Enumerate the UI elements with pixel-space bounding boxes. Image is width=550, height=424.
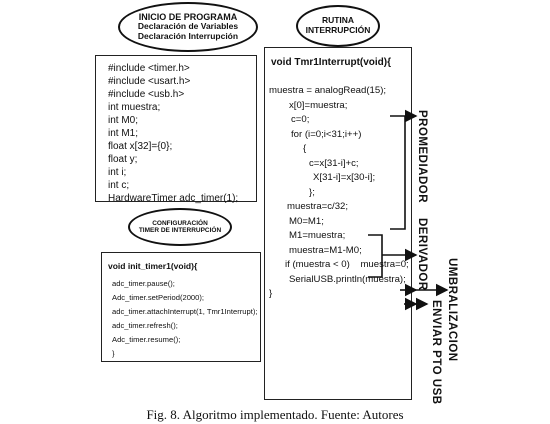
code-line: adc_timer.pause(); [112, 279, 175, 288]
code-line: Adc_timer.setPeriod(2000); [112, 293, 205, 302]
init-code-lines: adc_timer.pause(); Adc_timer.setPeriod(20… [112, 277, 257, 361]
code-line: for (i=0;i<31;i++) [291, 128, 362, 140]
code-line: { [303, 143, 307, 154]
code-line: #include <timer.h> [108, 63, 190, 74]
config-line2: TIMER DE INTERRUPCIÓN [138, 227, 222, 234]
code-line: SerialUSB.println(muestra); [289, 273, 406, 285]
declarations-code: #include <timer.h> #include <usart.h> #inc… [108, 62, 238, 205]
code-line: M1=muestra; [289, 230, 346, 241]
code-line: int muestra; [108, 102, 161, 113]
promediador-label: PROMEDIADOR [416, 110, 428, 204]
init-timer-box: void init_timer1(void){ adc_timer.pause(… [101, 252, 261, 362]
inicio-line2: Declaración de Variables [137, 21, 239, 32]
promediador-bracket [390, 109, 418, 230]
code-line: muestra=c/32; [287, 201, 349, 212]
code-line: int M0; [108, 115, 139, 126]
rutina-interrupcion-ellipse: RUTINA INTERRUPCIÓN [296, 5, 380, 47]
rutina-line1: RUTINA [321, 15, 355, 26]
code-line: c=x[31-i]+c; [309, 157, 359, 169]
code-line: if (muestra < 0) muestra=0; [285, 259, 409, 270]
code-line: Adc_timer.resume(); [112, 335, 181, 344]
code-line: HardwareTimer adc_timer(1); [108, 193, 239, 204]
code-line: } [269, 288, 273, 299]
isr-code-lines: muestra = analogRead(15); x[0]=muestra; c=… [269, 84, 409, 302]
code-line: c=0; [291, 114, 310, 125]
figure-caption: Fig. 8. Algoritmo implementado. Fuente: … [146, 407, 404, 422]
code-line: adc_timer.attachInterrupt(1, Tmr1Interru… [112, 307, 258, 316]
code-line: #include <usart.h> [108, 76, 191, 87]
code-line: int i; [108, 167, 127, 178]
derivador-label: DERIVADOR [416, 218, 428, 291]
code-line: X[31-i]=x[30-i]; [313, 172, 376, 183]
code-line: muestra = analogRead(15); [269, 85, 387, 96]
isr-box: void Tmr1Interrupt(void){ muestra = anal… [264, 47, 412, 400]
init-header: void init_timer1(void){ [108, 261, 198, 271]
code-line: }; [309, 186, 315, 198]
code-line: } [112, 349, 115, 358]
code-line: int M1; [108, 128, 139, 139]
code-line: adc_timer.refresh(); [112, 321, 178, 330]
code-line: float y; [108, 154, 138, 165]
inicio-title: INICIO DE PROGRAMA [138, 12, 238, 23]
code-line: #include <usb.h> [108, 89, 185, 100]
config-timer-ellipse: CONFIGURACIÓN TIMER DE INTERRUPCIÓN [128, 208, 232, 246]
code-line: x[0]=muestra; [289, 99, 348, 111]
declarations-box: #include <timer.h> #include <usart.h> #inc… [95, 55, 257, 205]
rutina-line2: INTERRUPCIÓN [305, 25, 371, 35]
inicio-programa-ellipse: INICIO DE PROGRAMA Declaración de Variab… [118, 2, 258, 52]
config-line1: CONFIGURACIÓN [152, 219, 208, 227]
code-line: float x[32]={0}; [108, 141, 173, 152]
code-line: M0=M1; [289, 215, 324, 227]
enviar-label: ENVIAR PTO USB [430, 300, 442, 405]
inicio-line3: Declaración Interrupción [137, 31, 239, 42]
umbralizacion-label: UMBRALIZACION [446, 258, 458, 362]
code-line: muestra=M1-M0; [289, 244, 362, 256]
isr-header: void Tmr1Interrupt(void){ [271, 57, 392, 68]
derivador-bracket [368, 234, 418, 278]
code-line: int c; [108, 180, 130, 191]
